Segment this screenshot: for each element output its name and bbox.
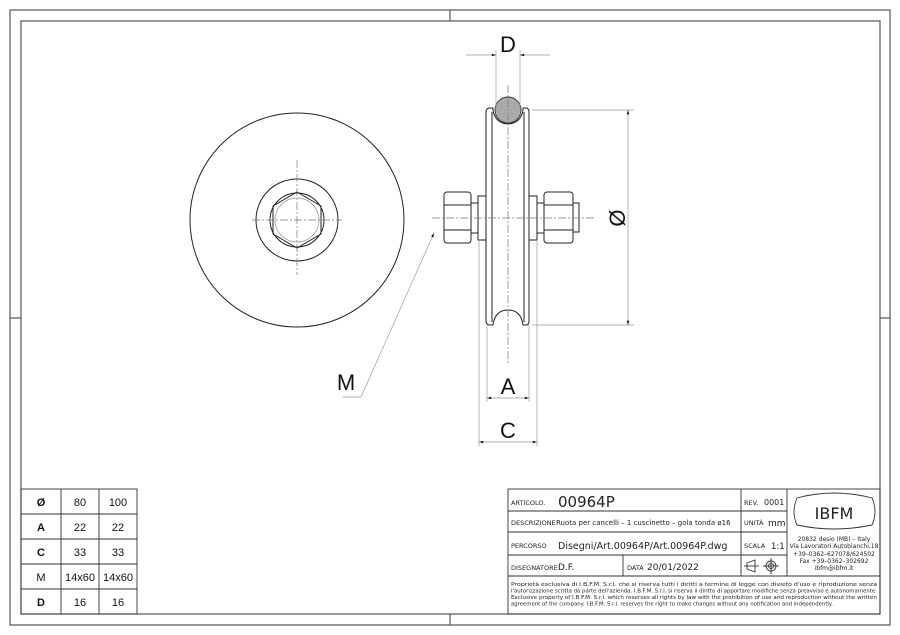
outer-frame xyxy=(9,9,891,626)
dimension_table-rows-4-key: D xyxy=(37,597,45,609)
projection-symbol-icon xyxy=(744,558,779,574)
dimension_table-rows-1-v2: 22 xyxy=(112,522,124,534)
dimension_table-rows-0-key: Ø xyxy=(37,497,46,509)
title_block-disegnatore_label: DISEGNATORE xyxy=(511,564,558,572)
disclaimer: Proprietà esclusiva di I.B.F.M. S.r.l. c… xyxy=(511,581,877,608)
title_block-rev_label: REV. xyxy=(744,499,758,507)
label-A: A xyxy=(501,374,516,399)
dimension-D: D xyxy=(466,32,550,110)
label-D: D xyxy=(500,32,516,57)
dimension_table-rows-3-key: M xyxy=(36,572,45,584)
date: 20/01/2022 xyxy=(647,563,699,573)
title_block-address-4: ibfm@ibfm.it xyxy=(815,565,854,572)
dimension_table-rows-0-v2: 100 xyxy=(109,497,127,509)
title_block-data_label: DATA xyxy=(627,564,644,572)
ibfm-logo: IBFM xyxy=(793,492,876,530)
description: Ruota per cancelli – 1 cuscinetto – gola… xyxy=(556,519,731,527)
dimension_table-rows-2-v1: 33 xyxy=(74,547,86,559)
article-number: 00964P xyxy=(558,493,615,511)
leader-M: M xyxy=(337,232,435,398)
dimension_table-rows-4-v1: 16 xyxy=(74,597,86,609)
wheel-side-view xyxy=(432,85,594,365)
title_block-scala_label: SCALA xyxy=(744,542,766,550)
dimension_table-rows-1-v1: 22 xyxy=(74,522,86,534)
title_block-scala: 1:1 xyxy=(771,542,785,552)
title_block-percorso_label: PERCORSO xyxy=(511,542,547,550)
table-row: C 33 33 xyxy=(37,547,124,559)
label-M: M xyxy=(337,370,355,395)
dimension_table-rows-1-key: A xyxy=(37,522,45,534)
dimension_table-rows-3-v2: 14x60 xyxy=(103,572,133,584)
title_block-address-3: Fax +39–0362–302692 xyxy=(800,558,869,565)
dimension_table-rows-2-key: C xyxy=(37,547,45,559)
label-C: C xyxy=(500,418,516,443)
title_block-address-2: +39–0362–627078/624502 xyxy=(793,551,875,558)
title_block-address-0: 20832 desio (MB) – Italy xyxy=(798,536,871,543)
title_block-disclaimer-1: l'autorizzazione scritta da parte dell'a… xyxy=(511,589,877,595)
title_block-unita_label: UNITÀ xyxy=(744,518,764,527)
dimension-A: A xyxy=(486,325,530,402)
file-path: Disegni/Art.00964P/Art.00964P.dwg xyxy=(558,541,727,552)
title-block: ARTICOLO. 00964P REV. 0001 DESCRIZIONE R… xyxy=(507,488,881,615)
table-row: M 14x60 14x60 xyxy=(36,572,133,584)
dimension_table-rows-0-v1: 80 xyxy=(74,497,86,509)
dimension-C: C xyxy=(478,240,538,446)
label-diameter: Ø xyxy=(605,209,630,226)
title_block-disegnatore: D.F. xyxy=(558,563,574,573)
title_block-address-1: Via Lavoratori Autobianchi,18 xyxy=(790,543,879,550)
title_block-unita: mm xyxy=(768,519,786,529)
dimension_table-rows-3-v1: 14x60 xyxy=(65,572,95,584)
table-row: D 16 16 xyxy=(37,597,124,609)
title_block-descrizione_label: DESCRIZIONE xyxy=(511,519,556,527)
table-row: A 22 22 xyxy=(37,522,124,534)
title_block-logo: IBFM xyxy=(815,504,854,523)
title_block-disclaimer-2: Exclusive property of I.B.F.M. S.r.l. wh… xyxy=(511,595,877,601)
center-marks xyxy=(10,10,890,625)
wheel-front-view xyxy=(189,112,405,328)
title_block-disclaimer-0: Proprietà esclusiva di I.B.F.M. S.r.l. c… xyxy=(511,581,877,588)
dimension-diameter: Ø xyxy=(532,109,634,326)
company-address: 20832 desio (MB) – Italy Via Lavoratori … xyxy=(790,536,879,572)
title_block-disclaimer-3: agreement of the company. I.B.F.M. S.r.l… xyxy=(511,602,833,608)
table-row: Ø 80 100 xyxy=(37,497,127,509)
title_block-rev: 0001 xyxy=(764,498,784,507)
dimension_table-rows-2-v2: 33 xyxy=(112,547,124,559)
title_block-articolo_label: ARTICOLO. xyxy=(511,499,545,507)
dimension_table-rows-4-v2: 16 xyxy=(112,597,124,609)
dimension-table: Ø 80 100 A 22 22 C 33 33 M 14x60 14x60 D 16 16 xyxy=(20,488,138,615)
